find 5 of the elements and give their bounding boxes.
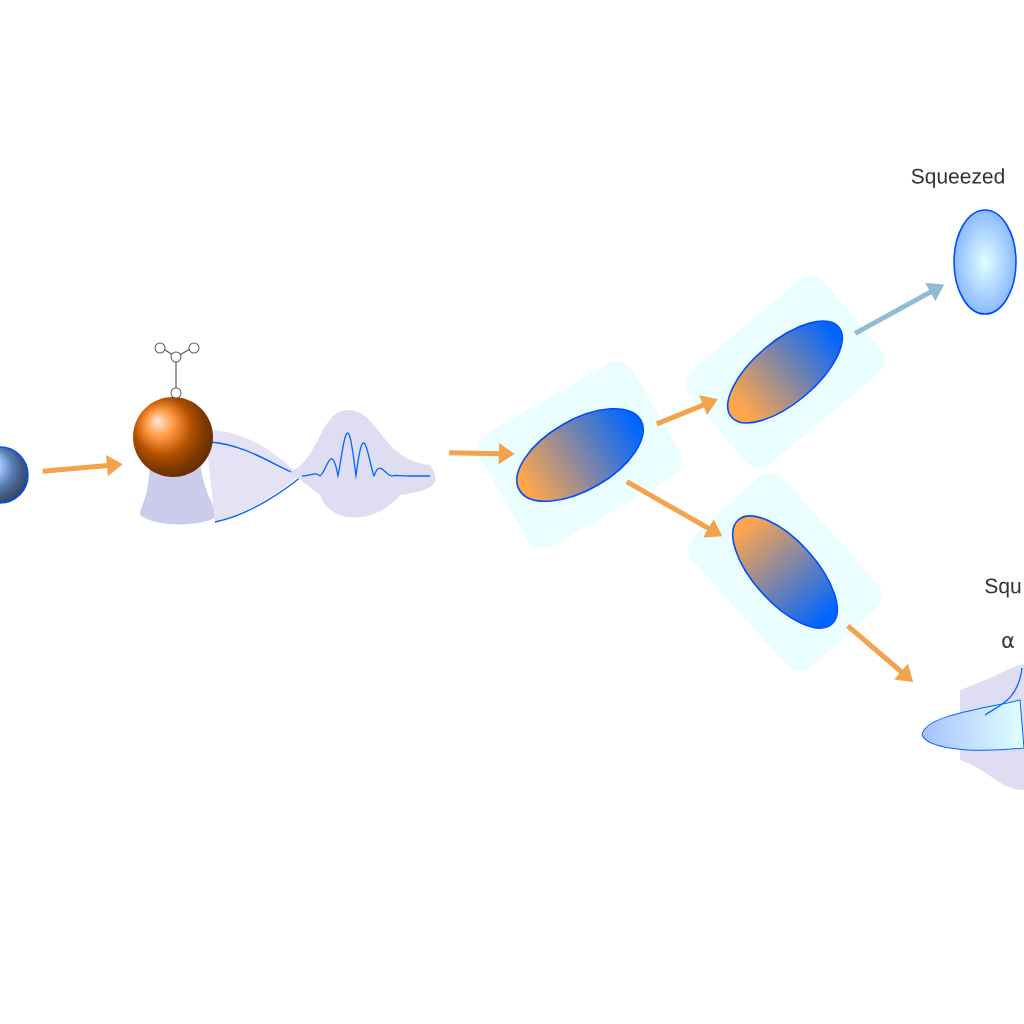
sphere-wave-drawing xyxy=(133,342,436,525)
labelled-blob: Squ α xyxy=(921,578,1024,790)
node-label: α xyxy=(1002,636,1014,648)
node-label: Squeezed xyxy=(911,168,1004,188)
node-label: Squ xyxy=(985,578,1021,598)
